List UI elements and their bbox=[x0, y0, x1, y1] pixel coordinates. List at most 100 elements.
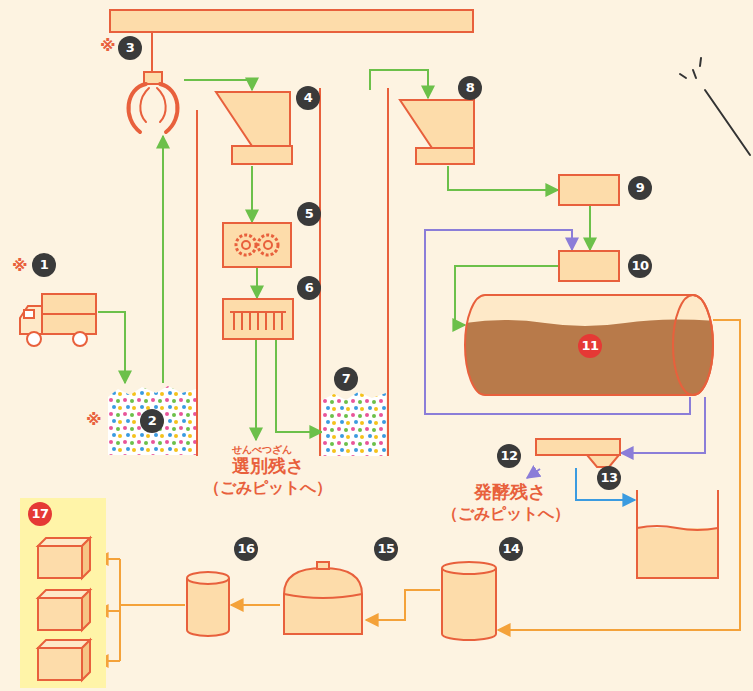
callout-number: 11 bbox=[578, 334, 602, 358]
shape-part bbox=[317, 562, 329, 569]
process-equipment: 5 bbox=[222, 222, 292, 268]
process-equipment: 4 bbox=[214, 90, 294, 166]
process-equipment: 6 bbox=[222, 298, 294, 340]
process-equipment: 16 bbox=[185, 570, 231, 638]
flow-arrow bbox=[231, 604, 280, 606]
equipment-shape bbox=[440, 560, 498, 642]
residue-label: （ごみピットへ） bbox=[442, 504, 570, 525]
flow-arrow bbox=[589, 206, 591, 250]
shape-part bbox=[82, 640, 90, 680]
shape-part bbox=[442, 562, 496, 574]
process-equipment: 12 bbox=[535, 438, 621, 468]
callout-number: 10 bbox=[628, 254, 652, 278]
shape-part bbox=[42, 294, 96, 334]
equipment-shape bbox=[322, 90, 386, 456]
shape-part bbox=[284, 594, 362, 598]
flow-arrow bbox=[162, 136, 164, 383]
callout-number: 4 bbox=[296, 86, 320, 110]
shape-part bbox=[536, 439, 620, 455]
shape-part bbox=[38, 546, 82, 578]
shape-part bbox=[700, 58, 701, 66]
flow-arrow bbox=[98, 312, 125, 383]
process-equipment: 11 bbox=[465, 293, 713, 397]
callout-number: 12 bbox=[497, 444, 521, 468]
shape-part bbox=[38, 598, 82, 630]
process-equipment: 17 bbox=[20, 498, 106, 688]
shape-part bbox=[637, 528, 718, 578]
callout-number: 5 bbox=[297, 202, 321, 226]
shape-part bbox=[559, 251, 619, 281]
callout-number: 14 bbox=[499, 537, 523, 561]
shape-part bbox=[322, 392, 386, 456]
equipment-shape bbox=[558, 174, 620, 206]
shape-part bbox=[20, 306, 42, 334]
process-equipment: 10 bbox=[558, 250, 620, 282]
shape-part bbox=[236, 235, 256, 255]
equipment-shape bbox=[280, 560, 366, 636]
shape-part bbox=[151, 32, 153, 72]
shape-part bbox=[680, 74, 686, 78]
flow-line bbox=[120, 604, 185, 606]
shape-part bbox=[73, 332, 87, 346]
callout-number: 17 bbox=[28, 502, 52, 526]
shape-part bbox=[140, 88, 165, 122]
shape-part bbox=[693, 70, 696, 78]
shape-part bbox=[258, 235, 278, 255]
equipment-shape bbox=[222, 298, 294, 340]
flow-arrow bbox=[370, 70, 428, 98]
shape-part bbox=[465, 295, 713, 395]
shape-part bbox=[637, 490, 718, 578]
shape-part bbox=[232, 146, 292, 164]
shape-part bbox=[465, 319, 715, 397]
shape-part bbox=[400, 100, 474, 148]
shape-part bbox=[680, 58, 750, 155]
shape-part bbox=[264, 241, 272, 249]
shape-part bbox=[637, 526, 718, 530]
equipment-shape bbox=[535, 438, 621, 468]
note-mark: ※ bbox=[86, 410, 102, 429]
residue-label: せんべつざん bbox=[232, 443, 292, 457]
note-mark: ※ bbox=[12, 256, 28, 275]
shape-part bbox=[216, 92, 290, 146]
residue-label: 発酵残さ bbox=[474, 480, 546, 504]
flow-arrow bbox=[621, 397, 705, 453]
shape-part bbox=[108, 386, 196, 455]
flow-arrow bbox=[251, 166, 253, 222]
shape-part bbox=[42, 313, 96, 315]
flow-arrow bbox=[366, 590, 440, 620]
shape-part bbox=[587, 455, 619, 467]
shape-part bbox=[673, 295, 713, 395]
shape-part bbox=[196, 110, 198, 456]
process-equipment: 13 bbox=[635, 488, 720, 580]
shape-part bbox=[242, 241, 250, 249]
residue-label: （ごみピットへ） bbox=[204, 478, 332, 499]
shape-part bbox=[255, 340, 257, 440]
callout-number: 16 bbox=[234, 537, 258, 561]
shape-part bbox=[319, 88, 321, 456]
shape-part bbox=[416, 148, 474, 164]
process-equipment: 1 bbox=[18, 290, 98, 350]
callout-number: 15 bbox=[374, 537, 398, 561]
note-mark: ※ bbox=[100, 36, 116, 55]
callout-number: 7 bbox=[334, 367, 358, 391]
shape-part bbox=[187, 572, 229, 584]
callout-number: 2 bbox=[140, 409, 164, 433]
equipment-shape bbox=[214, 90, 294, 166]
process-equipment: 8 bbox=[398, 98, 476, 166]
callout-number: 9 bbox=[628, 176, 652, 200]
residue-label: 選別残さ bbox=[232, 454, 304, 478]
process-equipment: 2 bbox=[108, 383, 196, 455]
shape-part bbox=[527, 469, 540, 478]
flow-arrow bbox=[276, 340, 322, 432]
shape-part bbox=[27, 332, 41, 346]
equipment-shape bbox=[398, 98, 476, 166]
process-equipment: 14 bbox=[440, 560, 498, 642]
equipment-shape bbox=[122, 70, 184, 136]
process-equipment: 3 bbox=[122, 70, 184, 136]
shape-part bbox=[223, 299, 293, 339]
callout-number: 8 bbox=[458, 76, 482, 100]
shape-part bbox=[387, 88, 389, 456]
shape-part bbox=[82, 538, 90, 578]
shape-part bbox=[20, 498, 106, 688]
